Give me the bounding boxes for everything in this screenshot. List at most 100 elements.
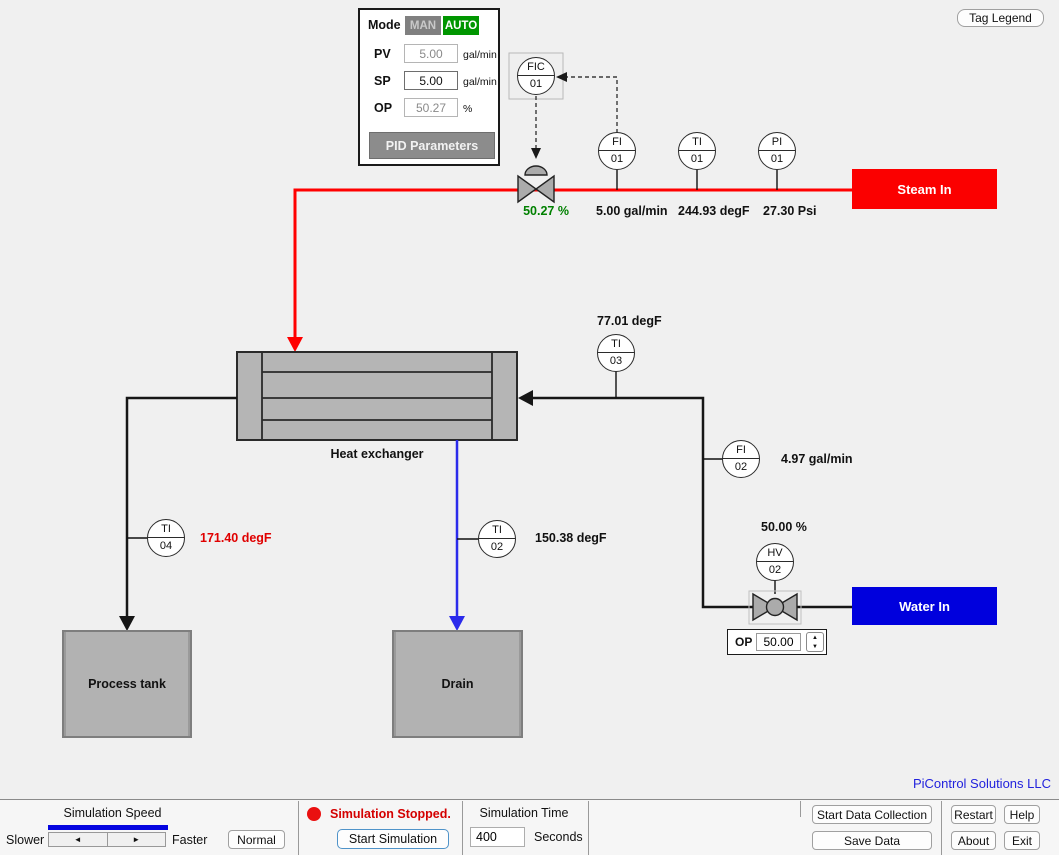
instrument-number: 01 [529, 78, 543, 90]
pv-label: PV [374, 47, 391, 61]
steam-arrow [287, 337, 303, 352]
mode-label: Mode [368, 18, 401, 32]
drain-arrow [449, 616, 465, 631]
instrument-tag: TI [479, 521, 515, 539]
hand-valve-body[interactable] [765, 597, 785, 617]
divider [462, 801, 463, 855]
faster-label: Faster [172, 833, 208, 847]
instrument-tag: FIC [518, 58, 554, 76]
heat-exchanger-shell [236, 351, 518, 441]
ti04-reading: 171.40 degF [200, 531, 272, 545]
restart-button[interactable]: Restart [951, 805, 996, 824]
control-bar: Simulation Speed ◄ ► Slower Faster Norma… [0, 799, 1059, 855]
start-data-collection-button[interactable]: Start Data Collection [812, 805, 932, 824]
instrument-fi02[interactable]: FI 02 [722, 440, 760, 478]
instrument-tag: PI [759, 133, 795, 151]
heat-exchanger-label: Heat exchanger [330, 447, 424, 461]
heat-exchanger-tubes [261, 352, 493, 440]
hv-op-label: OP [735, 635, 753, 649]
instrument-number: 01 [690, 153, 704, 165]
outlet-pipe-process [125, 396, 237, 617]
hv-op-field[interactable] [756, 633, 801, 651]
instrument-number: 03 [609, 355, 623, 367]
exit-button[interactable]: Exit [1004, 831, 1040, 850]
fi01-reading: 5.00 gal/min [596, 204, 668, 218]
instrument-number: 02 [490, 541, 504, 553]
speed-faster-arrow-icon[interactable]: ► [132, 835, 141, 844]
signal-fi01-to-fic01 [567, 76, 618, 133]
process-arrow [119, 616, 135, 631]
instrument-number: 01 [610, 153, 624, 165]
process-tank: Process tank [62, 630, 192, 738]
start-simulation-button[interactable]: Start Simulation [337, 829, 449, 849]
spinner-up-icon[interactable]: ▲ [812, 634, 818, 641]
speed-scrollbar[interactable]: ◄ ► [48, 832, 166, 847]
pv-unit: gal/min [463, 49, 497, 61]
simulation-time-field[interactable] [470, 827, 525, 847]
instrument-pi01[interactable]: PI 01 [758, 132, 796, 170]
drain-tank: Drain [392, 630, 523, 738]
instrument-tag: TI [598, 335, 634, 353]
seconds-label: Seconds [534, 830, 583, 844]
hand-valve-left[interactable] [752, 592, 777, 622]
ti03-reading: 77.01 degF [597, 314, 662, 328]
divider [800, 801, 801, 817]
instrument-number: 02 [734, 461, 748, 473]
control-valve-right[interactable] [534, 174, 555, 204]
instrument-number: 01 [770, 153, 784, 165]
fi02-reading: 4.97 gal/min [781, 452, 853, 466]
help-button[interactable]: Help [1004, 805, 1040, 824]
divider [588, 801, 589, 855]
instrument-hv02[interactable]: HV 02 [756, 543, 794, 581]
instrument-tag: FI [599, 133, 635, 151]
spinner-down-icon[interactable]: ▼ [812, 643, 818, 650]
pv-field[interactable] [404, 44, 458, 63]
hand-valve-right[interactable] [773, 592, 798, 622]
pid-faceplate: Mode MAN AUTO PV gal/min SP gal/min OP %… [358, 8, 500, 166]
instrument-ti03[interactable]: TI 03 [597, 334, 635, 372]
ti01-reading: 244.93 degF [678, 204, 750, 218]
control-valve-actuator [524, 165, 548, 176]
instrument-fi01[interactable]: FI 01 [598, 132, 636, 170]
tag-legend-button[interactable]: Tag Legend [957, 9, 1044, 27]
pi01-reading: 27.30 Psi [763, 204, 817, 218]
divider [298, 801, 299, 855]
hv-op-control: OP ▲ ▼ [727, 629, 827, 655]
sp-label: SP [374, 74, 391, 88]
water-in-box: Water In [852, 587, 997, 625]
simulation-status-text: Simulation Stopped. [330, 807, 451, 821]
auto-mode-button[interactable]: AUTO [443, 16, 479, 35]
simulation-speed-label: Simulation Speed [63, 806, 162, 820]
about-button[interactable]: About [951, 831, 996, 850]
save-data-button[interactable]: Save Data [812, 831, 932, 850]
op-unit: % [463, 103, 473, 115]
water-arrow [518, 390, 533, 406]
instrument-ti01[interactable]: TI 01 [678, 132, 716, 170]
instrument-tag: HV [757, 544, 793, 562]
instrument-fic01[interactable]: FIC 01 [517, 57, 555, 95]
instrument-number: 02 [768, 564, 782, 576]
pid-parameters-button[interactable]: PID Parameters [369, 132, 495, 159]
op-field[interactable] [404, 98, 458, 117]
speed-slower-arrow-icon[interactable]: ◄ [49, 833, 108, 846]
instrument-tag: TI [148, 520, 184, 538]
instrument-stems [616, 170, 778, 190]
signal-arrow-fic [556, 72, 567, 82]
op-label: OP [374, 101, 393, 115]
instrument-ti04[interactable]: TI 04 [147, 519, 185, 557]
instrument-number: 04 [159, 540, 173, 552]
slower-label: Slower [6, 833, 45, 847]
normal-speed-button[interactable]: Normal [228, 830, 285, 849]
sp-field[interactable] [404, 71, 458, 90]
divider [941, 801, 942, 855]
status-indicator-icon [307, 807, 321, 821]
valve-op-reading: 50.27 % [523, 204, 569, 218]
hv-op-spinner: ▲ ▼ [806, 632, 824, 652]
control-valve-left[interactable] [517, 174, 538, 204]
steam-pipe [293, 188, 852, 340]
man-mode-button[interactable]: MAN [405, 16, 441, 35]
sp-unit: gal/min [463, 76, 497, 88]
instrument-ti02[interactable]: TI 02 [478, 520, 516, 558]
